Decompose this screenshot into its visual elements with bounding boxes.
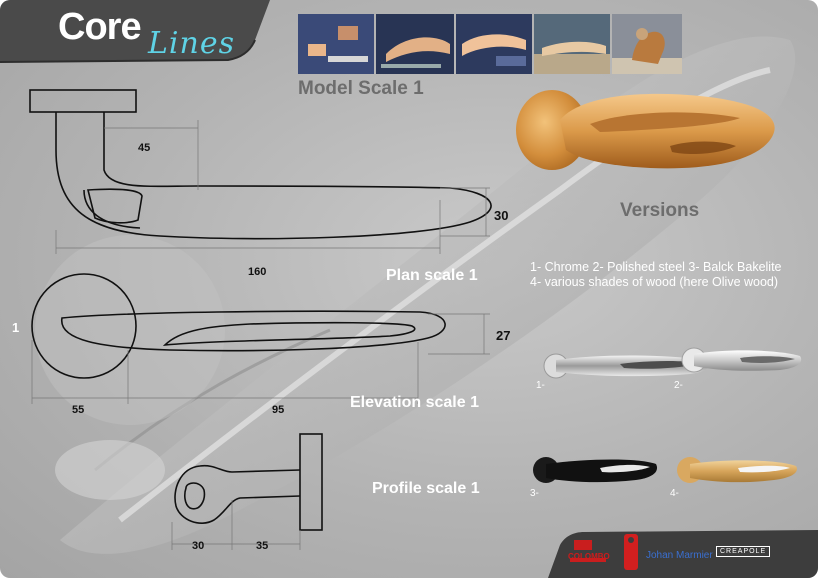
- elevation-scale-title: Elevation scale 1: [350, 394, 479, 411]
- version-polished-steel: [681, 347, 802, 373]
- version-black-bakelite: [533, 457, 658, 483]
- version-olive-wood: [677, 457, 798, 483]
- plan-scale-title: Plan scale 1: [386, 267, 478, 284]
- colombo-logo-mark: [570, 540, 606, 562]
- model-photo-2: [376, 14, 454, 74]
- model-photo-4: [534, 14, 610, 74]
- elevation-dimension-lines: [31, 313, 490, 404]
- profile-drawing: [174, 433, 323, 531]
- wood-handle-model: [516, 90, 775, 170]
- door-hanger-logo: [624, 534, 638, 570]
- versions-line-2: 4- various shades of wood (here Olive wo…: [530, 275, 779, 289]
- profile-dimension-lines: [171, 500, 301, 550]
- johan-marmier-logo: Johan Marmier: [646, 550, 713, 561]
- logo-core-text: Core: [58, 6, 142, 48]
- elevation-dim-95: 95: [272, 404, 285, 416]
- versions-line-1: 1- Chrome 2- Polished steel 3- Balck Bak…: [530, 260, 782, 274]
- plan-dim-30: 30: [494, 208, 509, 223]
- elevation-dim-55: 55: [72, 404, 85, 416]
- plan-dim-160: 160: [248, 266, 267, 278]
- plan-dim-45: 45: [138, 142, 151, 154]
- colombo-logo: COLOMBO: [568, 552, 610, 561]
- model-photo-5: [612, 14, 682, 74]
- model-scale-title: Model Scale 1: [298, 78, 424, 99]
- model-photo-1: [298, 14, 374, 74]
- logo-lines-text: Lines: [148, 26, 235, 61]
- version-number-4: 4-: [670, 488, 679, 499]
- version-chrome: [543, 353, 710, 379]
- profile-scale-title: Profile scale 1: [372, 480, 480, 497]
- elevation-drawing: [31, 273, 446, 379]
- versions-title: Versions: [620, 200, 700, 221]
- elevation-dim-27: 27: [496, 328, 511, 343]
- model-photo-3: [456, 14, 532, 74]
- elevation-dim-1: 1: [12, 320, 20, 335]
- plan-drawing: [29, 89, 492, 240]
- plan-dimension-lines: [55, 120, 490, 254]
- versions-description: 1- Chrome 2- Polished steel 3- Balck Bak…: [530, 260, 810, 290]
- version-number-2: 2-: [674, 380, 683, 391]
- creapole-logo: CREAPOLE: [716, 546, 771, 557]
- profile-dim-35: 35: [256, 540, 269, 552]
- version-number-1: 1-: [536, 380, 545, 391]
- version-number-3: 3-: [530, 488, 539, 499]
- profile-dim-30: 30: [192, 540, 205, 552]
